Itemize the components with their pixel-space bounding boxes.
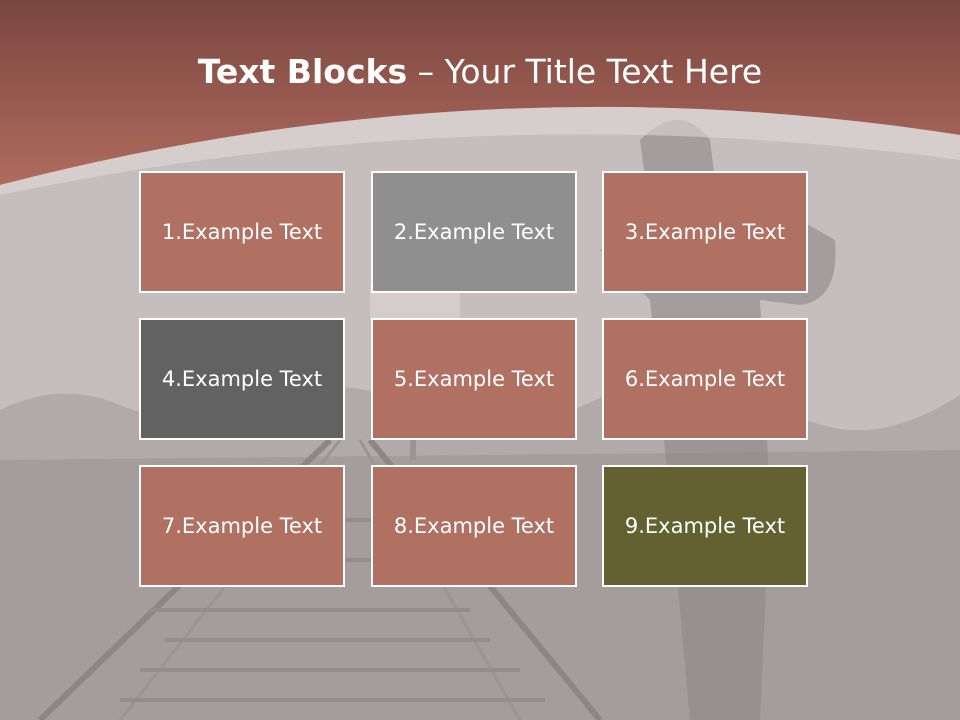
text-block-label: 9.Example Text (624, 514, 786, 538)
text-block-label: 1.Example Text (161, 220, 323, 244)
text-block-8[interactable]: 8.Example Text (371, 465, 577, 587)
text-block-label: 4.Example Text (161, 367, 323, 391)
title-rest: Your Title Text Here (444, 52, 763, 91)
text-block-9[interactable]: 9.Example Text (602, 465, 808, 587)
title-dash: – (407, 52, 445, 91)
text-block-label: 6.Example Text (624, 367, 786, 391)
text-block-label: 8.Example Text (393, 514, 555, 538)
text-block-7[interactable]: 7.Example Text (139, 465, 345, 587)
header-band (0, 0, 960, 195)
text-block-5[interactable]: 5.Example Text (371, 318, 577, 440)
text-block-label: 7.Example Text (161, 514, 323, 538)
text-block-6[interactable]: 6.Example Text (602, 318, 808, 440)
text-block-label: 5.Example Text (393, 367, 555, 391)
title-bold: Text Blocks (197, 52, 408, 91)
text-block-label: 2.Example Text (393, 220, 555, 244)
text-block-1[interactable]: 1.Example Text (139, 171, 345, 293)
slide-title: Text Blocks – Your Title Text Here (0, 52, 960, 91)
text-block-label: 3.Example Text (624, 220, 786, 244)
text-block-4[interactable]: 4.Example Text (139, 318, 345, 440)
text-block-3[interactable]: 3.Example Text (602, 171, 808, 293)
text-block-2[interactable]: 2.Example Text (371, 171, 577, 293)
